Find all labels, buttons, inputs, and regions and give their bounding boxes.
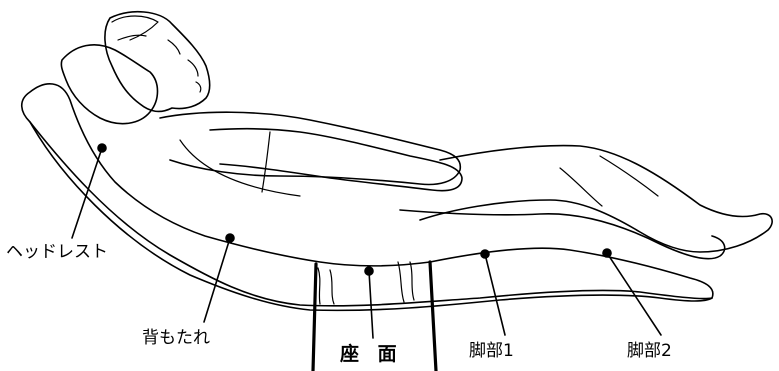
pillow [60,44,159,125]
lower-leg [399,209,726,260]
hair [111,15,159,41]
dot-backrest [225,233,235,243]
label-leg2: 脚部2 [627,341,672,361]
seat-folds [317,261,415,305]
leader-leg2 [606,252,662,336]
label-leg1: 脚部1 [469,341,514,361]
label-headrest: ヘッドレスト [6,242,108,262]
head [104,10,211,113]
label-backrest: 背もたれ [142,328,210,348]
label-seat: 座 面 [340,343,403,365]
torso [159,111,462,186]
leader-headrest [71,147,103,239]
leader-backrest [203,237,231,323]
shirt-folds [179,131,301,197]
face [167,39,202,93]
leader-seat [368,270,374,339]
legs [419,144,773,253]
chair-bottom-edge [29,121,713,312]
seat-bracket-left [311,262,318,371]
leader-leg1 [484,253,506,336]
seat-bracket-right [428,260,438,371]
pants-folds [559,155,659,207]
dot-seat [364,266,374,276]
dot-leg1 [480,249,490,259]
chair-outline [20,83,714,307]
dot-headrest [97,143,107,153]
dot-leg2 [602,248,612,258]
arm [209,127,463,192]
